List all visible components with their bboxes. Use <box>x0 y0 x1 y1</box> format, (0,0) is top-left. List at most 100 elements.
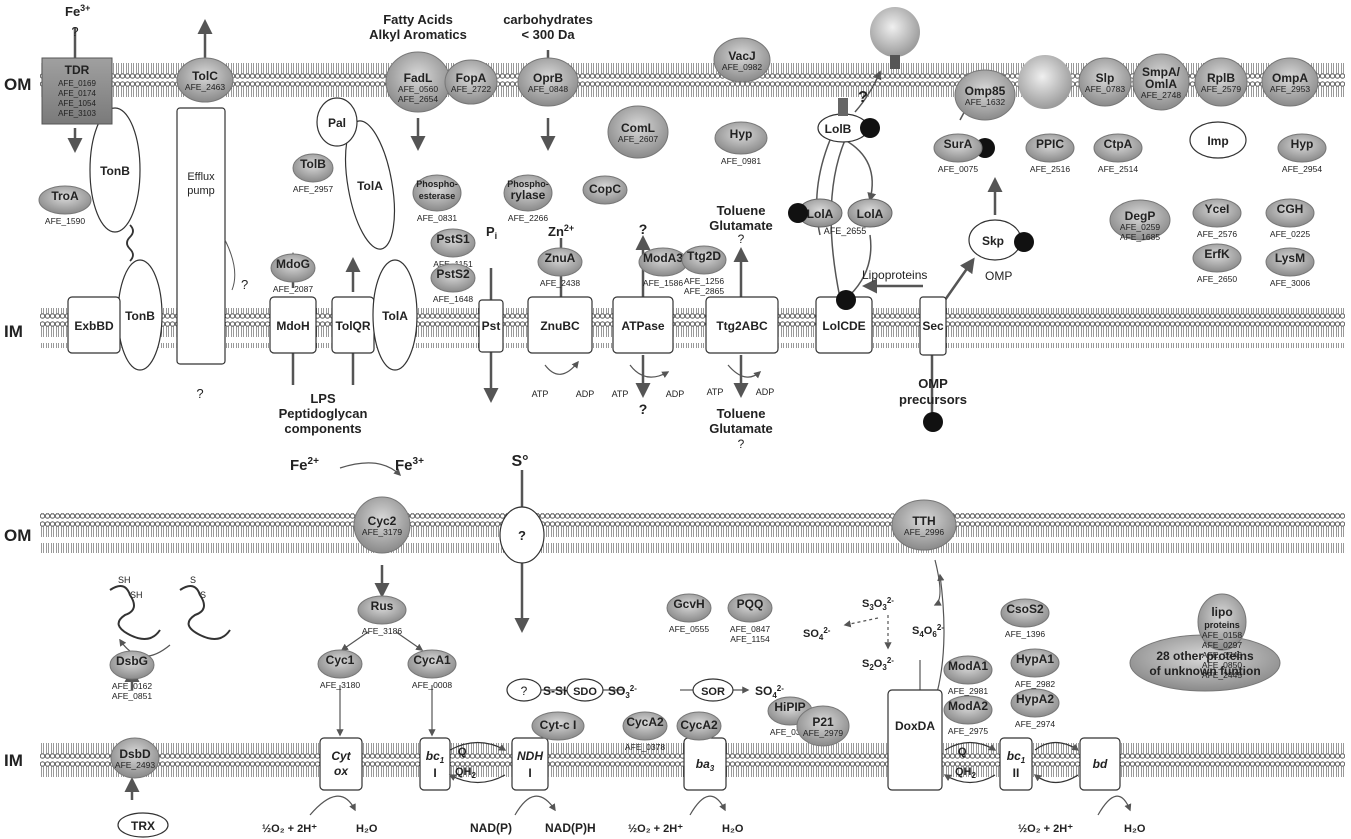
top-tola_p-sub: AFE_1590 <box>45 216 85 226</box>
qh2-label-2: QH2 <box>955 766 977 780</box>
top-phos1-sub: AFE_0831 <box>417 213 457 223</box>
s3o3-label: S3O32- <box>862 596 894 612</box>
exbbd-box <box>67 296 121 354</box>
bottom-lipo-label: proteins <box>1204 620 1240 630</box>
top-erfk-sub: AFE_2650 <box>1197 274 1237 284</box>
lolb-anchor <box>838 98 848 116</box>
ttg2abc-box <box>705 296 779 354</box>
sdo <box>566 678 604 702</box>
doxda-box <box>887 689 943 791</box>
top-smpa-oval <box>1132 53 1190 111</box>
top-sura-sub: AFE_0075 <box>938 164 978 174</box>
skp-label: Skp <box>982 234 1004 248</box>
lola-2-label: LolA <box>857 207 884 221</box>
bottom-cyca2a-label: CycA2 <box>626 715 664 729</box>
s0-label: S° <box>511 453 528 470</box>
bottom-moda2-sub: AFE_2975 <box>948 726 988 736</box>
bc1-i-roman: I <box>433 766 436 780</box>
bottom-csos2-sub: AFE_1396 <box>1005 629 1045 639</box>
im-label-top: IM <box>4 322 23 341</box>
bottom-lipo-oval <box>1197 593 1247 651</box>
bottom-text-labels: Fe2+ Fe3+ S° SO42- S3O32- S2O32- S4O62- … <box>262 453 1146 835</box>
top-ycel-oval <box>1192 198 1242 228</box>
omp-ball-2 <box>1018 55 1072 109</box>
top-moda3-label: ModA3 <box>643 251 683 265</box>
tdr-label: TDR <box>65 63 90 77</box>
ttg-question-top: ? <box>738 232 745 246</box>
bottom-p21-oval <box>796 705 850 747</box>
efflux-arrow <box>224 239 236 291</box>
bottom-rus-oval <box>357 595 407 625</box>
top-coml-label: ComL <box>621 121 655 135</box>
bottom-cyc2-oval <box>353 496 411 554</box>
exbbd-label: ExbBD <box>74 319 114 333</box>
ttg-question-bottom: ? <box>738 437 745 451</box>
tdr-box <box>41 57 113 125</box>
bottom-pqq-oval <box>727 593 773 623</box>
sh-1: SH <box>118 575 131 585</box>
om-label-bottom: OM <box>4 526 31 545</box>
bottom-gcvh-oval <box>666 593 712 623</box>
top-oprb-label: OprB <box>533 71 563 85</box>
atpase-label: ATPase <box>621 319 664 333</box>
bottom-dsbg-sub: AFE_0162 <box>112 681 152 691</box>
top-ompa-sub: AFE_2953 <box>1270 84 1310 94</box>
efflux-question: ? <box>241 277 248 292</box>
top-lysm-label: LysM <box>1275 251 1305 265</box>
pst-box <box>478 299 504 353</box>
so4-dash-label: SO42- <box>803 626 831 642</box>
sec-label: Sec <box>922 319 944 333</box>
omp-precursors-2: precursors <box>899 392 967 407</box>
top-fadl-sub: AFE_0560 <box>398 84 438 94</box>
mdoh-label: MdoH <box>276 319 309 333</box>
bottom-pqq-sub: AFE_0847 <box>730 624 770 634</box>
bottom-lipo-sub: AFE_0297 <box>1202 640 1242 650</box>
tola-im <box>372 259 418 371</box>
quinone-labels: Q QH2 Q QH2 <box>455 746 977 780</box>
top-pstS2-oval <box>430 263 476 293</box>
top-phos1-label: esterase <box>419 191 456 201</box>
top-tolb-sub: AFE_2957 <box>293 184 333 194</box>
lola-sub: AFE_2655 <box>824 226 867 236</box>
qh2-label-1: QH2 <box>455 766 477 780</box>
bd-label: bd <box>1093 757 1108 771</box>
dsb-oxidized-loop <box>179 585 231 640</box>
top-tolc-oval <box>176 57 234 103</box>
ssh-label: S-SH <box>543 684 572 698</box>
bottom-pqq-label: PQQ <box>737 597 764 611</box>
bottom-cyca2b-label: CycA2 <box>680 718 718 732</box>
trx-label: TRX <box>131 819 155 833</box>
lolb-question: ? <box>858 89 868 106</box>
unknown-proteins-line1: 28 other proteins <box>1156 649 1254 663</box>
bottom-cyca2a-oval <box>622 711 668 741</box>
skp-dot <box>1014 232 1034 252</box>
o2-cytox: ½O₂ + 2H⁺ <box>262 823 317 835</box>
znubc-box <box>527 296 593 354</box>
ttg2abc-label: Ttg2ABC <box>716 319 768 333</box>
bottom-lipo-sub: AFE_2445 <box>1202 670 1242 680</box>
bottom-lipo-sub: AFE_0850 <box>1202 660 1242 670</box>
ba3-label: ba3 <box>696 757 715 773</box>
adp-ttg: ADP <box>756 387 775 397</box>
q-label-2: Q <box>958 746 967 758</box>
top-ctpa-label: CtpA <box>1104 137 1133 151</box>
top-znua-label: ZnuA <box>545 251 576 265</box>
top-ompa-label: OmpA <box>1272 71 1308 85</box>
bottom-hypa1-oval <box>1010 648 1060 678</box>
unknown-proteins-line2: of unknown funtion <box>1149 664 1260 678</box>
top-pstS2-sub: AFE_1648 <box>433 294 473 304</box>
top-coml-oval <box>607 105 669 159</box>
lt300-label: < 300 Da <box>521 27 575 42</box>
bottom-cyc2-sub: AFE_3179 <box>362 527 402 537</box>
bottom-cyca2a-sub: AFE_0378 <box>625 742 665 752</box>
top-znua-oval <box>537 247 583 277</box>
tonb-im-label: TonB <box>125 309 155 323</box>
top-ppic-oval <box>1025 133 1075 163</box>
imp <box>1189 121 1247 159</box>
lolb-label: LolB <box>825 122 852 136</box>
tola-periplasm-label: TolA <box>357 179 383 193</box>
bottom-cyca1-oval <box>407 649 457 679</box>
components-label: components <box>284 421 361 436</box>
bottom-moda1-label: ModA1 <box>948 659 988 673</box>
mdoh-box <box>269 296 317 354</box>
